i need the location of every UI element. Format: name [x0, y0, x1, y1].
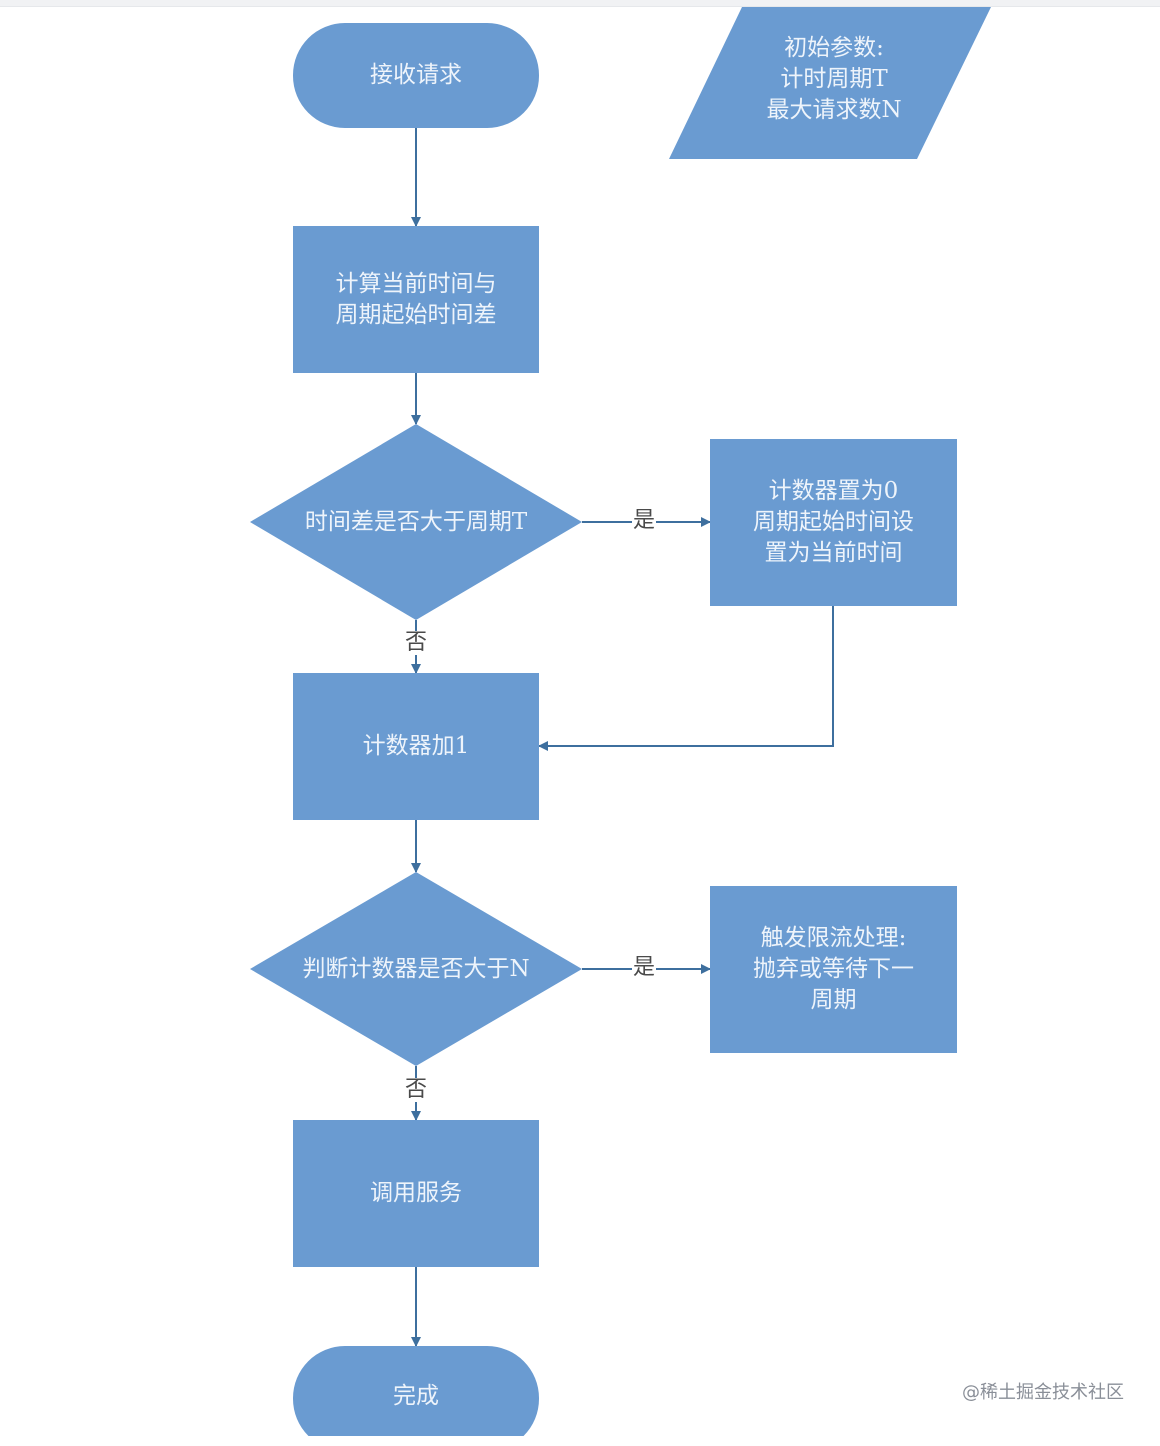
call-service-box	[293, 1120, 539, 1267]
watermark: @稀土掘金技术社区	[962, 1382, 1124, 1403]
edge-reset-to-increment	[538, 606, 834, 751]
start-terminator	[293, 23, 539, 128]
edge-label-period-yes: 是	[632, 508, 657, 533]
edge-label-count-no: 否	[404, 1077, 429, 1102]
reset-counter-box	[710, 439, 957, 606]
increment-counter-box	[293, 673, 539, 820]
params-parallelogram	[669, 7, 991, 159]
rate-limit-box	[710, 886, 957, 1053]
edge-label-period-no: 否	[404, 630, 429, 655]
end-terminator	[293, 1346, 539, 1436]
check-count-diamond	[250, 872, 582, 1066]
edge-label-count-yes: 是	[632, 955, 657, 980]
top-border	[0, 0, 1160, 7]
check-period-diamond	[250, 424, 582, 620]
calc-time-diff-box	[293, 226, 539, 373]
